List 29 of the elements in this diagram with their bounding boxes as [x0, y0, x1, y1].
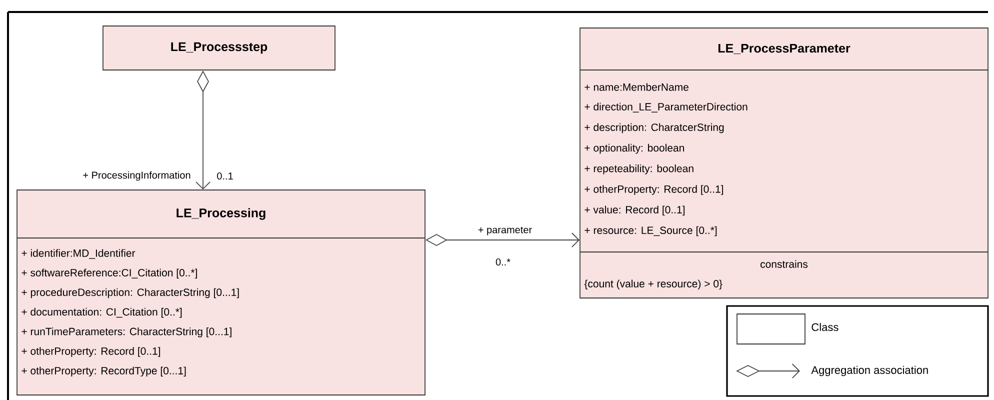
role-label: + parameter [478, 226, 532, 236]
compartment-heading: constrains [760, 260, 808, 268]
attribute-text: + description: CharatcerString [584, 123, 724, 134]
multiplicity-label: 0..* [496, 258, 510, 266]
class-box [580, 28, 988, 298]
attribute-text: + name:MemberName [584, 83, 688, 91]
attribute-text: + otherProperty: Record [0..1] [22, 347, 160, 357]
class-box [102, 26, 336, 70]
attribute-text: + procedureDescription: CharacterString [0...1] [22, 288, 239, 298]
class-name: LE_Processing [176, 208, 266, 220]
attribute-text: + identifier:MD_Identifier [22, 249, 136, 259]
attribute-text: + repeteability: boolean [584, 164, 694, 174]
attribute-text: + documentation: CI_Citation [0..*] [22, 308, 182, 318]
attribute-text: + otherProperty: Record [0..1] [584, 185, 724, 195]
multiplicity-label: 0..1 [217, 172, 233, 180]
role-label: + ProcessingInformation [83, 171, 190, 181]
class-box [16, 190, 426, 396]
attribute-text: + runTimeParameters: CharacterString [0...1] [22, 328, 232, 338]
attribute-text: + value: Record [0..1] [584, 206, 684, 216]
attribute-text: + otherProperty: RecordType [0...1] [22, 366, 186, 376]
class-name: LE_Processstep [171, 42, 268, 54]
legend-text: Class [812, 322, 838, 332]
attribute-text: + direction_LE_ParameterDirection [584, 102, 748, 112]
class-name: LE_ProcessParameter [718, 44, 850, 54]
attribute-text: + resource: LE_Source [0..*] [584, 226, 717, 236]
constraint-text: {count (value + resource) > 0} [584, 280, 722, 290]
legend-text: Aggregation association [811, 366, 928, 376]
attribute-text: + softwareReference:CI_Citation [0..*] [22, 268, 197, 278]
attribute-text: + optionality: boolean [584, 144, 684, 154]
